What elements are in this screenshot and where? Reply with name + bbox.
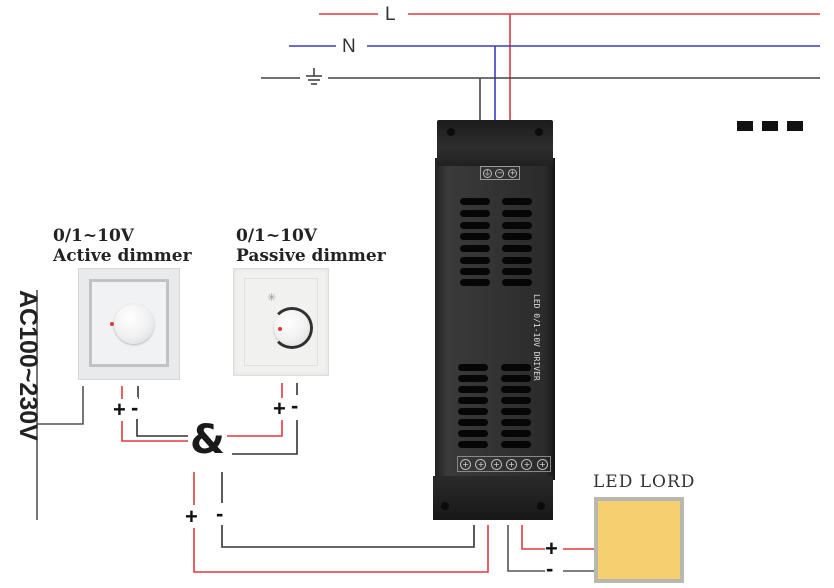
passive-dimmer-range: 0/1~10V [236, 226, 317, 246]
active-minus-wire [136, 418, 190, 437]
driver-body: LED 0/1-10V DRIVER [435, 158, 555, 480]
driver-top-cap [437, 120, 553, 166]
mains-input-terminals: ⏚ − + [480, 166, 520, 180]
led-panel [594, 497, 684, 583]
neutral-line [289, 45, 820, 122]
led-load-label: LED LORD [593, 472, 696, 492]
led-minus-label: - [546, 556, 554, 581]
combine-symbol: & [188, 417, 227, 463]
active-dimmer-name: Active dimmer [53, 246, 192, 266]
terminal-dim-plus[interactable]: + [475, 458, 487, 470]
driver-dim-minus-label: - [216, 501, 224, 526]
active-dimmer-frame [89, 279, 169, 367]
indicator-led [110, 322, 114, 326]
led-plus-wire-a [521, 525, 545, 550]
supply-voltage-label: AC100~230V [14, 290, 42, 441]
live-label: L [381, 5, 400, 24]
knob-marker [278, 327, 282, 331]
passive-plus-wire [222, 418, 283, 437]
active-dimmer[interactable] [78, 268, 180, 380]
passive-minus-label: - [291, 393, 299, 418]
earth-line [261, 77, 820, 122]
terminal-out-3[interactable]: + [521, 458, 533, 470]
terminal-out-2[interactable]: + [506, 458, 518, 470]
passive-dimmer-name: Passive dimmer [236, 246, 386, 266]
driver-bottom-cap [433, 476, 553, 520]
active-dimmer-range: 0/1~10V [53, 226, 134, 246]
terminal-out-4[interactable]: + [536, 458, 548, 470]
active-plus-label: + [113, 397, 126, 422]
driver-dim-plus-label: + [185, 504, 198, 529]
more-dot [737, 121, 753, 131]
dimmer-scale-arc [271, 307, 313, 349]
bus-minus-wire [221, 525, 475, 548]
passive-dimmer-title: 0/1~10V Passive dimmer [236, 226, 386, 266]
active-dimmer-knob[interactable] [114, 304, 154, 344]
led-leads [507, 525, 594, 572]
driver-model-label: LED 0/1-10V DRIVER [532, 294, 541, 381]
passive-dimmer-leads [222, 383, 298, 455]
terminal-dim-minus[interactable]: + [460, 458, 472, 470]
active-minus-label: - [131, 395, 139, 420]
terminal-neutral[interactable]: − [495, 168, 505, 178]
passive-dimmer-frame: ✳ [244, 278, 318, 366]
active-dimmer-title: 0/1~10V Active dimmer [53, 226, 192, 266]
dim-bus [193, 472, 489, 573]
more-dot [787, 121, 803, 131]
led-minus-wire-a [507, 525, 545, 572]
terminal-out-1[interactable]: + [490, 458, 502, 470]
led-driver: LED 0/1-10V DRIVER ⏚ − + + + + + + + [433, 118, 557, 520]
passive-minus-wire [232, 420, 298, 455]
more-dot [762, 121, 778, 131]
neutral-label: N [338, 37, 360, 56]
more-indicator [737, 121, 803, 131]
terminal-live[interactable]: + [508, 168, 518, 178]
output-terminals: + + + + + + [457, 456, 551, 472]
passive-dimmer[interactable]: ✳ [233, 268, 329, 376]
bus-plus-wire [193, 525, 489, 573]
terminal-earth[interactable]: ⏚ [482, 168, 492, 178]
brightness-icon: ✳ [267, 292, 277, 304]
led-plus-label: + [545, 536, 558, 561]
passive-plus-label: + [273, 396, 286, 421]
ground-icon [306, 68, 322, 85]
live-line [319, 13, 820, 122]
ac-supply-wire [36, 290, 84, 520]
